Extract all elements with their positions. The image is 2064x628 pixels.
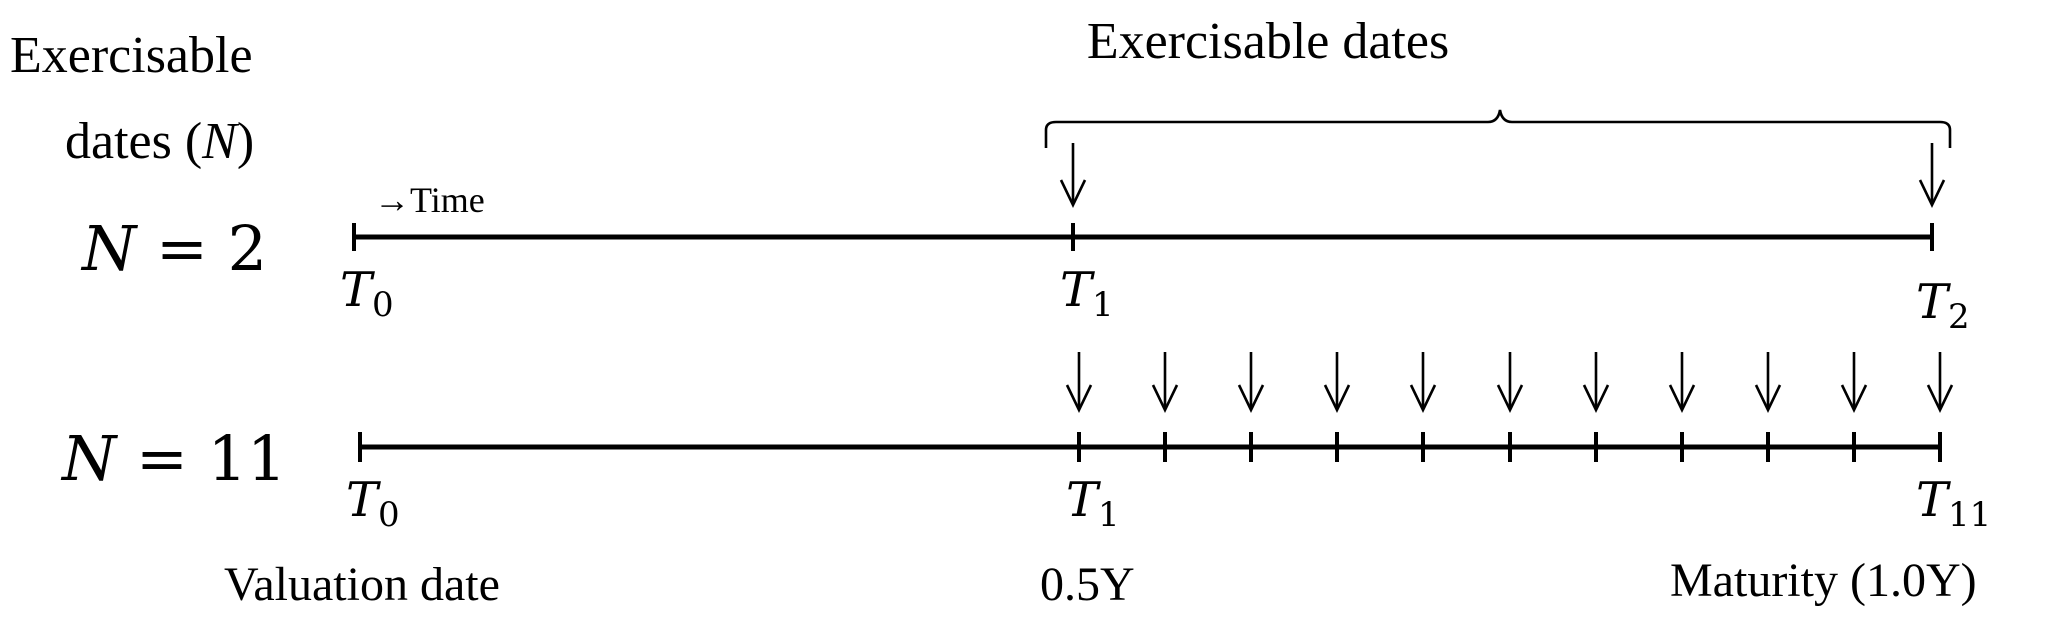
left-header-line1: Exercisable [10,27,253,84]
exercise-arrow [1918,143,1946,209]
tick-label-n11-t1: T1 [1066,472,1120,535]
exercise-arrow [1840,352,1868,414]
row-label-n11: N = 11 [60,422,287,495]
exercisable-dates-brace [1044,109,1952,148]
tick-label-n11-t11: T11 [1916,472,1991,535]
valuation-date-label: Valuation date [224,558,500,611]
exercise-arrow [1065,352,1093,414]
exercise-arrow [1151,352,1179,414]
exercise-arrow [1496,352,1524,414]
tick-label-n2-t2: T2 [1916,274,1970,337]
exercise-arrow [1237,352,1265,414]
row-label-n2: N = 2 [80,212,267,285]
exercise-arrow [1668,352,1696,414]
tick-label-n11-t0: T0 [346,472,400,535]
mid-date-label: 0.5Y [1040,558,1135,611]
time-arrow-label: →Time [374,180,485,220]
maturity-label: Maturity (1.0Y) [1670,554,1977,607]
exercise-arrow [1323,352,1351,414]
exercise-arrow [1409,352,1437,414]
brace-label: Exercisable dates [1087,13,1449,70]
left-header-line2: dates (N) [65,113,254,170]
exercise-arrow [1059,143,1087,209]
exercise-arrow [1582,352,1610,414]
exercise-arrow [1926,352,1954,414]
exercise-arrow [1754,352,1782,414]
tick-label-n2-t1: T1 [1060,262,1114,325]
tick-label-n2-t0: T0 [340,262,394,325]
